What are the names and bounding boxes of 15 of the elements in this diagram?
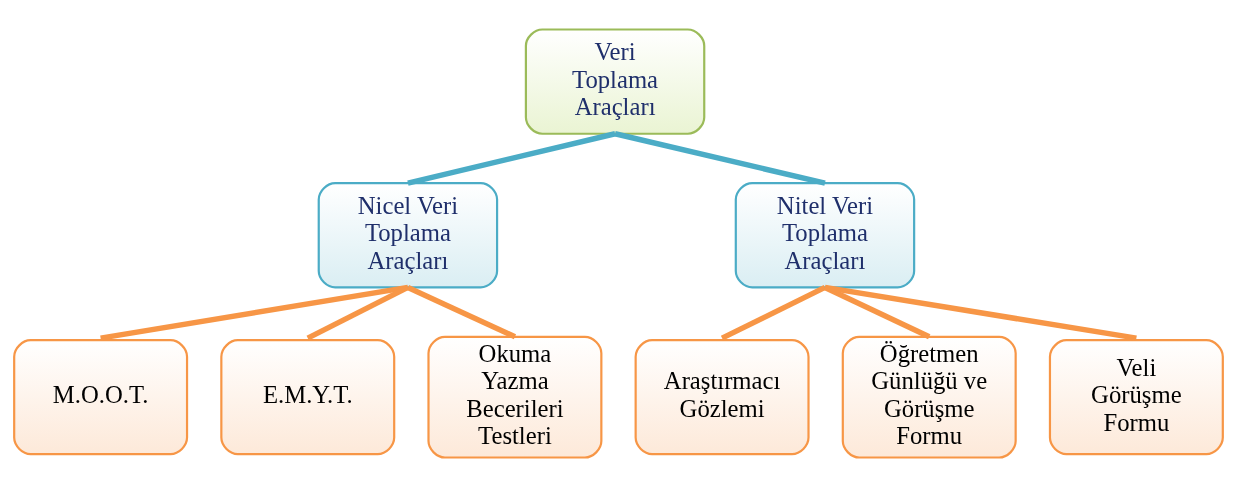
node-box: Veli Görüşme Formu <box>1048 338 1224 455</box>
node-box: Okuma Yazma Becerileri Testleri <box>427 335 603 459</box>
connector <box>824 284 1137 341</box>
node-box: E.M.Y.T. <box>220 338 396 455</box>
connector <box>406 284 517 339</box>
node-box: M.O.O.T. <box>13 338 189 455</box>
node-box: Veri Toplama Araçları <box>524 27 706 135</box>
node-box: Öğretmen Günlüğü ve Görüşme Formu <box>841 335 1017 459</box>
node-box: Araştırmacı Gözlemi <box>634 338 810 455</box>
connector <box>720 284 827 341</box>
connector <box>100 284 409 341</box>
connector <box>407 130 616 186</box>
node-box: Nitel Veri Toplama Araçları <box>734 181 916 288</box>
node-box: Nicel Veri Toplama Araçları <box>317 181 499 288</box>
connector <box>614 130 826 186</box>
